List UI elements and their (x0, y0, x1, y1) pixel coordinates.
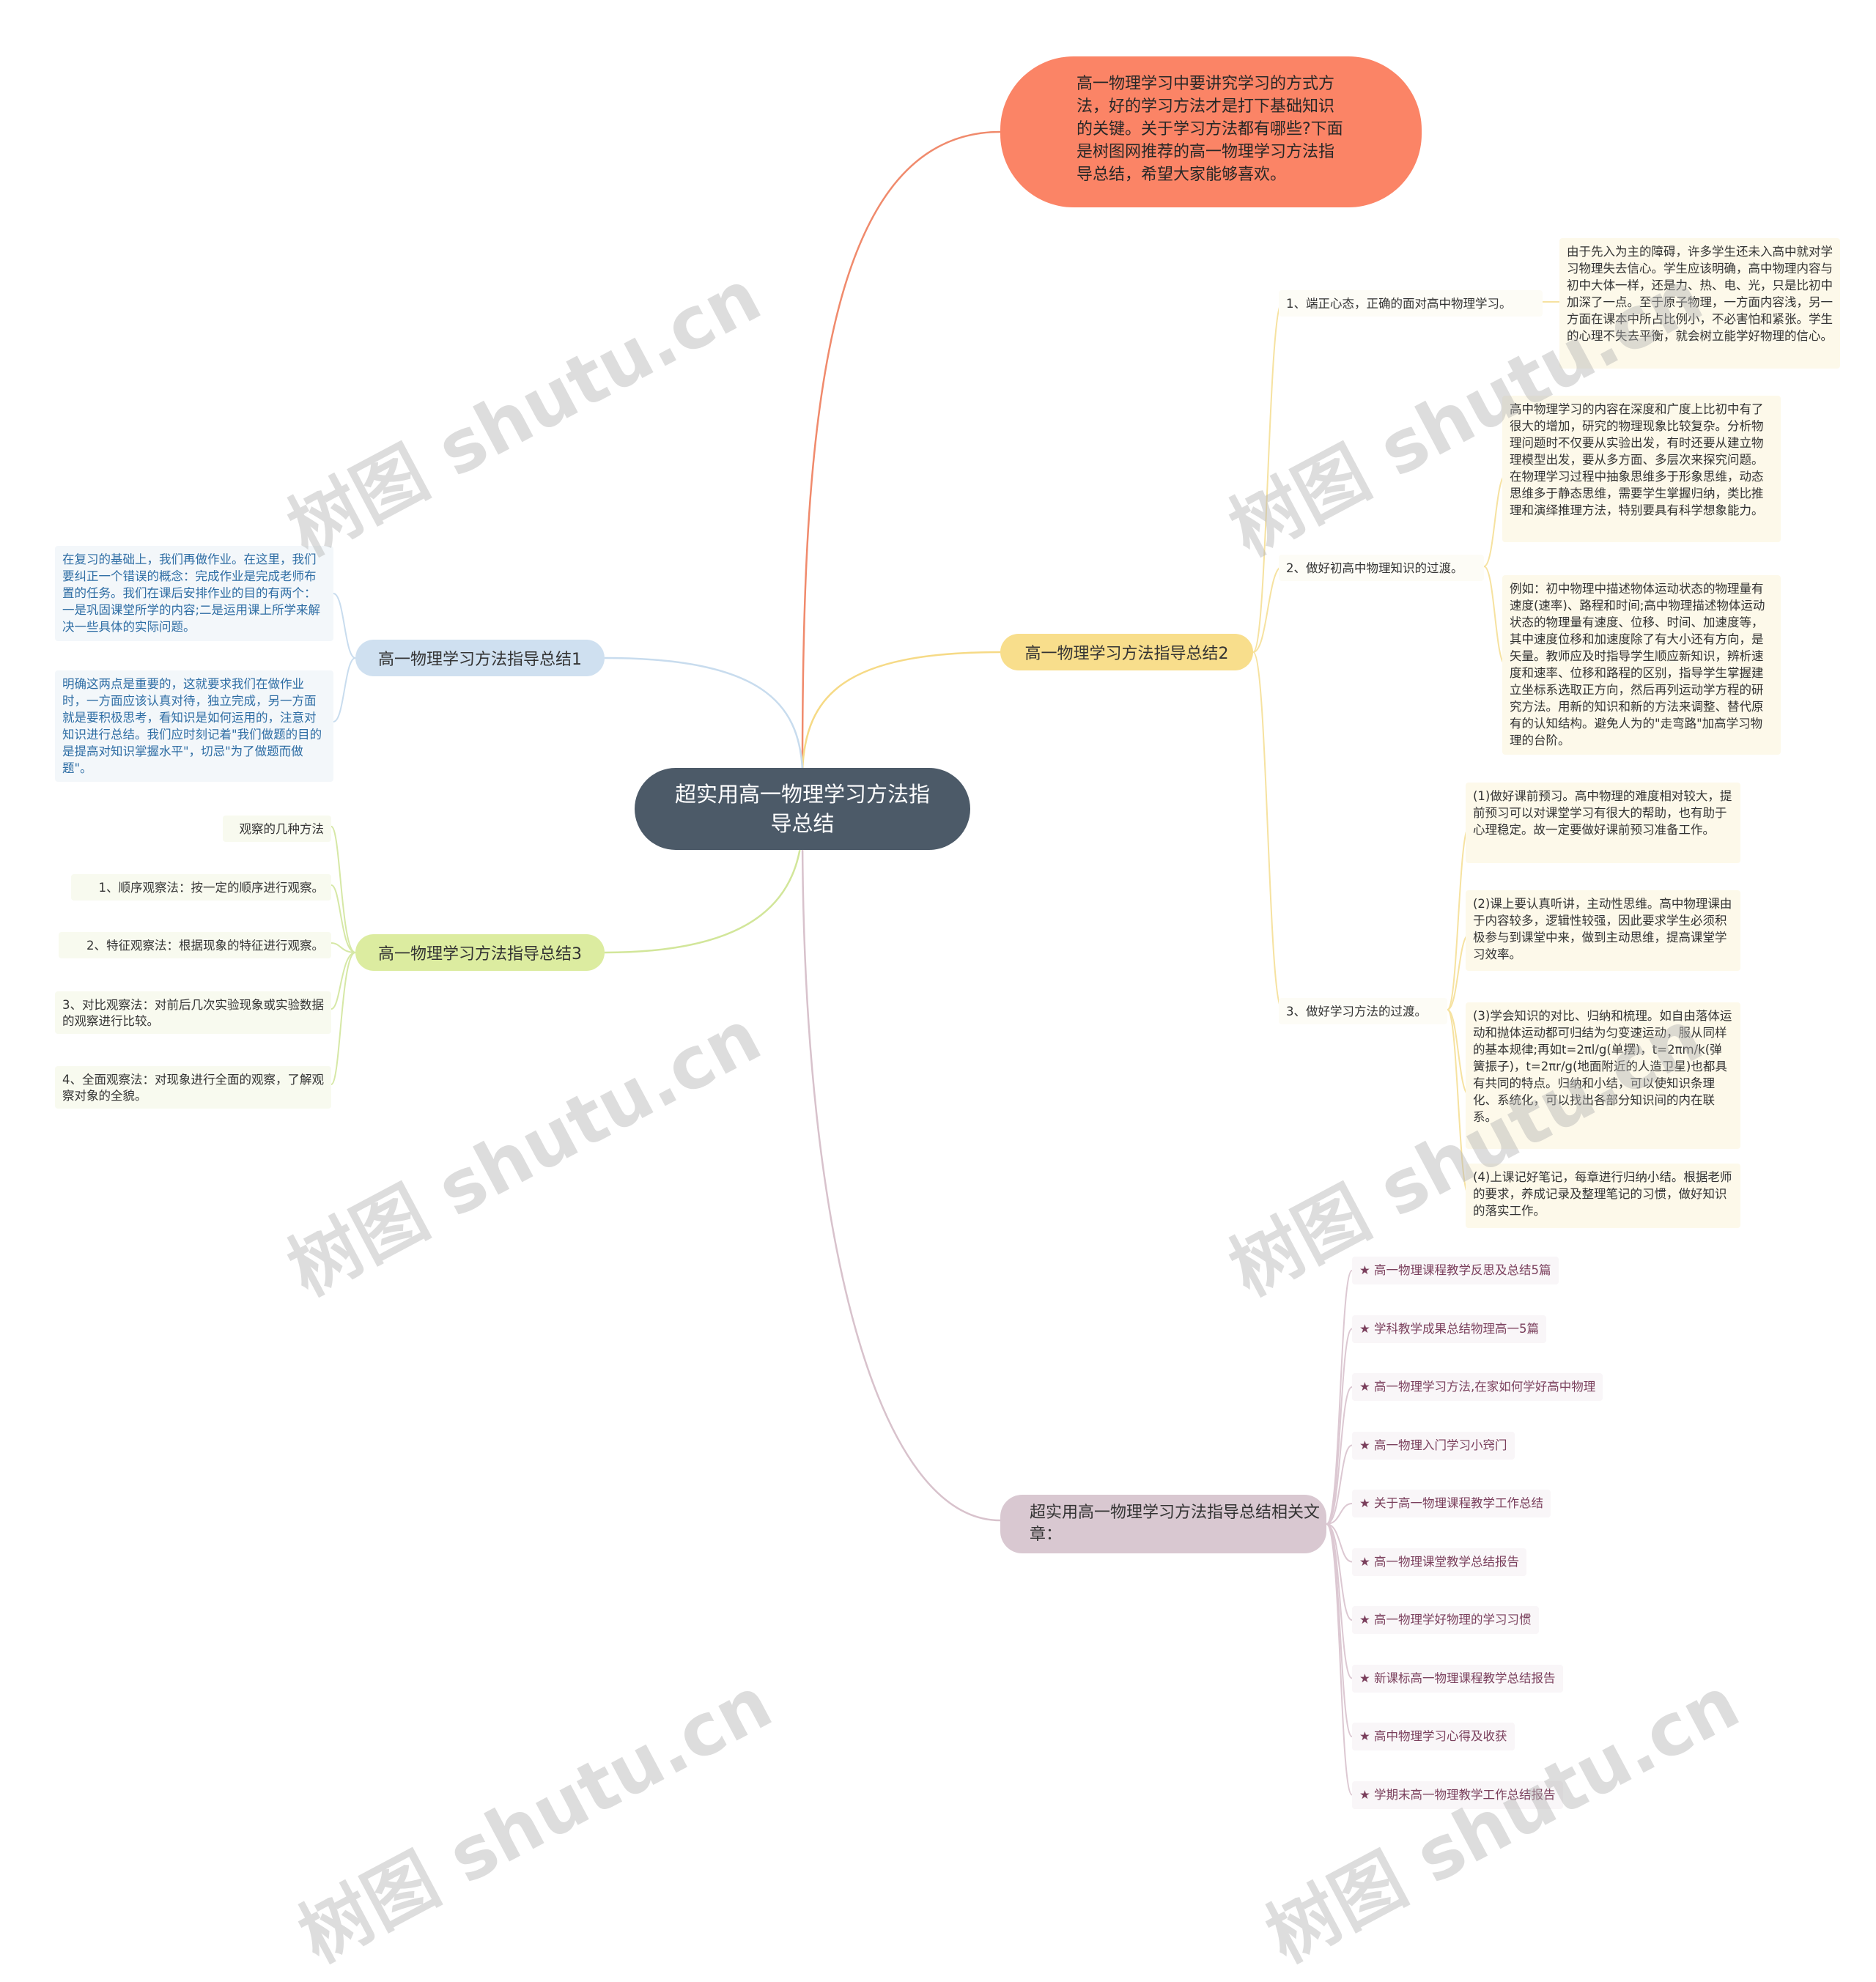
branch-2-node[interactable]: 高一物理学习方法指导总结2 (1000, 634, 1253, 670)
branch-1-leaf-2: 明确这两点是重要的，这就要求我们在做作业时，一方面应该认真对待，独立完成，另一方… (55, 670, 333, 782)
link-related-item (1326, 1523, 1353, 1563)
related-article-link[interactable]: ★ 高一物理入门学习小窍门 (1352, 1431, 1515, 1460)
branch-3-leaf-title: 观察的几种方法 (223, 816, 331, 842)
central-topic[interactable]: 超实用高一物理学习方法指导总结 (635, 768, 970, 850)
branch-1-label: 高一物理学习方法指导总结1 (378, 651, 582, 669)
related-article-link[interactable]: ★ 高一物理学习方法,在家如何学好高中物理 (1352, 1373, 1603, 1401)
branch-2-sub-2-text: 2、做好初高中物理知识的过渡。 (1286, 561, 1463, 575)
branch-3-leaf-title-text: 观察的几种方法 (239, 822, 325, 836)
link-center-b2 (801, 651, 1001, 770)
intro-text: 高一物理学习中要讲究学习的方式方法，好的学习方法才是打下基础知识的关键。关于学习… (1077, 75, 1343, 184)
branch-3-leaf-1: 1、顺序观察法：按一定的顺序进行观察。 (71, 874, 331, 901)
related-article-link[interactable]: ★ 高中物理学习心得及收获 (1352, 1723, 1515, 1750)
branch-2-sub-1: 1、端正心态，正确的面对高中物理学习。 (1279, 290, 1543, 317)
related-articles-label: 超实用高一物理学习方法指导总结相关文章： (1030, 1504, 1321, 1544)
branch-2-sub-2: 2、做好初高中物理知识的过渡。 (1279, 555, 1484, 581)
branch-2-sub-1-leaf-text: 由于先入为主的障碍，许多学生还未入高中就对学习物理失去信心。学生应该明确，高中物… (1567, 245, 1833, 343)
related-article-link[interactable]: ★ 学科教学成果总结物理高一5篇 (1352, 1314, 1547, 1343)
branch-2-sub-3-leaf-2-text: (2)课上要认真听讲，主动性思维。高中物理课由于内容较多，逻辑性较强，因此要求学… (1473, 897, 1732, 961)
branch-2-sub-2-leaf-2-text: 例如：初中物理中描述物体运动状态的物理量有速度(速率)、路程和时间;高中物理描述… (1510, 582, 1765, 747)
branch-2-sub-1-leaf: 由于先入为主的障碍，许多学生还未入高中就对学习物理失去信心。学生应该明确，高中物… (1559, 238, 1840, 369)
branch-1-leaf-2-text: 明确这两点是重要的，这就要求我们在做作业时，一方面应该认真对待，独立完成，另一方… (62, 677, 322, 775)
link-related-item (1326, 1503, 1353, 1525)
branch-2-sub-2-leaf-2: 例如：初中物理中描述物体运动状态的物理量有速度(速率)、路程和时间;高中物理描述… (1502, 575, 1781, 755)
link-related-item (1326, 1523, 1353, 1679)
link-related-item (1326, 1270, 1353, 1525)
branch-2-sub-1-text: 1、端正心态，正确的面对高中物理学习。 (1286, 297, 1512, 311)
link-related-item (1326, 1523, 1353, 1621)
related-article-link[interactable]: ★ 高一物理课堂教学总结报告 (1352, 1547, 1527, 1576)
related-articles-node[interactable]: 超实用高一物理学习方法指导总结相关文章： (1000, 1495, 1326, 1553)
related-article-link[interactable]: ★ 学期末高一物理教学工作总结报告 (1352, 1781, 1563, 1809)
branch-2-sub-3-leaf-4: (4)上课记好笔记，每章进行归纳小结。根据老师的要求，养成记录及整理笔记的习惯，… (1466, 1164, 1740, 1228)
branch-3-leaf-2: 2、特征观察法：根据现象的特征进行观察。 (59, 932, 331, 958)
branch-3-leaf-4-text: 4、全面观察法：对现象进行全面的观察，了解观察对象的全貌。 (62, 1073, 324, 1103)
branch-2-sub-3-leaf-3-text: (3)学会知识的对比、归纳和梳理。如自由落体运动和抛体运动都可归结为匀变速运动，… (1473, 1009, 1732, 1124)
branch-2-sub-3: 3、做好学习方法的过渡。 (1279, 998, 1447, 1024)
branch-3-leaf-3: 3、对比观察法：对前后几次实验现象或实验数据的观察进行比较。 (55, 991, 331, 1034)
related-article-link[interactable]: ★ 新课标高一物理课程教学总结报告 (1352, 1664, 1563, 1693)
mindmap-canvas: 超实用高一物理学习方法指导总结 高一物理学习中要讲究学习的方式方法，好的学习方法… (55, 56, 1840, 1979)
link-center-b4 (801, 827, 1001, 1522)
branch-3-node[interactable]: 高一物理学习方法指导总结3 (355, 934, 605, 971)
branch-3-label: 高一物理学习方法指导总结3 (378, 945, 582, 964)
branch-1-leaf-1-text: 在复习的基础上，我们再做作业。在这里，我们要纠正一个错误的概念：完成作业是完成老… (62, 552, 321, 634)
branch-2-sub-3-text: 3、做好学习方法的过渡。 (1286, 1005, 1427, 1018)
related-article-link[interactable]: ★ 高一物理课程教学反思及总结5篇 (1352, 1257, 1559, 1284)
link-center-b1 (604, 657, 804, 770)
branch-3-leaf-3-text: 3、对比观察法：对前后几次实验现象或实验数据的观察进行比较。 (62, 998, 324, 1028)
central-topic-text: 超实用高一物理学习方法指导总结 (674, 782, 930, 836)
link-related-item (1326, 1328, 1353, 1525)
branch-2-sub-3-leaf-4-text: (4)上课记好笔记，每章进行归纳小结。根据老师的要求，养成记录及整理笔记的习惯，… (1473, 1170, 1732, 1218)
link-center-intro (801, 130, 1001, 770)
link-related-item (1326, 1444, 1353, 1525)
branch-1-leaf-1: 在复习的基础上，我们再做作业。在这里，我们要纠正一个错误的概念：完成作业是完成老… (55, 546, 333, 641)
intro-node[interactable]: 高一物理学习中要讲究学习的方式方法，好的学习方法才是打下基础知识的关键。关于学习… (1000, 56, 1422, 207)
branch-1-node[interactable]: 高一物理学习方法指导总结1 (355, 640, 605, 676)
branch-2-sub-2-leaf-1: 高中物理学习的内容在深度和广度上比初中有了很大的增加，研究的物理现象比较复杂。分… (1502, 396, 1781, 542)
branch-2-sub-3-leaf-3: (3)学会知识的对比、归纳和梳理。如自由落体运动和抛体运动都可归结为匀变速运动，… (1466, 1002, 1740, 1149)
branch-2-sub-3-leaf-1: (1)做好课前预习。高中物理的难度相对较大，提前预习可以对课堂学习有很大的帮助，… (1466, 783, 1740, 863)
connector-lines (330, 130, 1565, 1796)
branch-2-sub-3-leaf-1-text: (1)做好课前预习。高中物理的难度相对较大，提前预习可以对课堂学习有很大的帮助，… (1473, 789, 1732, 837)
branch-2-label: 高一物理学习方法指导总结2 (1024, 645, 1229, 663)
link-center-b3 (604, 827, 804, 954)
related-article-link[interactable]: ★ 关于高一物理课程教学工作总结 (1352, 1490, 1551, 1517)
branch-2-sub-3-leaf-2: (2)课上要认真听讲，主动性思维。高中物理课由于内容较多，逻辑性较强，因此要求学… (1466, 890, 1740, 971)
branch-3-leaf-4: 4、全面观察法：对现象进行全面的观察，了解观察对象的全貌。 (55, 1066, 331, 1109)
link-related-item (1326, 1523, 1353, 1796)
related-article-link[interactable]: ★ 高一物理学好物理的学习习惯 (1352, 1606, 1539, 1634)
branch-3-leaf-2-text: 2、特征观察法：根据现象的特征进行观察。 (86, 939, 324, 953)
branch-3-leaf-1-text: 1、顺序观察法：按一定的顺序进行观察。 (98, 881, 325, 895)
link-related-item (1326, 1386, 1353, 1525)
branch-2-sub-2-leaf-1-text: 高中物理学习的内容在深度和广度上比初中有了很大的增加，研究的物理现象比较复杂。分… (1510, 402, 1764, 517)
